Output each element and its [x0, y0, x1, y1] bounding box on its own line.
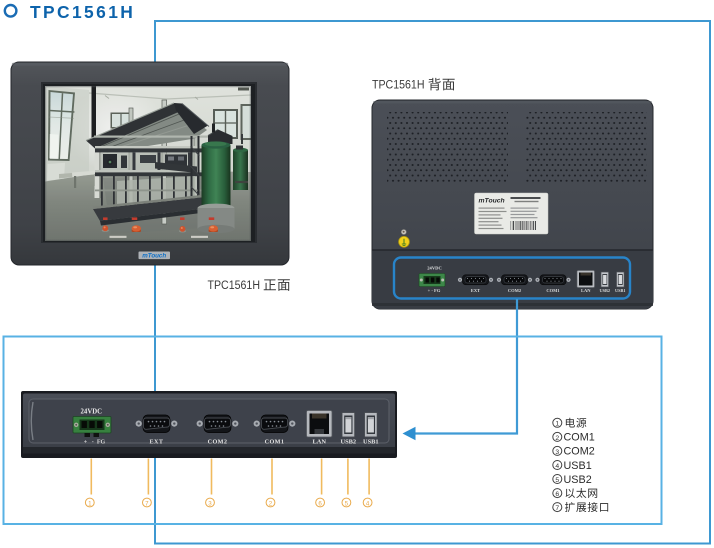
- svg-text:24VDC: 24VDC: [81, 409, 103, 416]
- svg-text:COM2: COM2: [564, 446, 595, 458]
- svg-text:USB2: USB2: [564, 474, 592, 486]
- svg-text:2: 2: [269, 500, 273, 507]
- svg-text:USB2: USB2: [600, 288, 611, 293]
- svg-text:EXT: EXT: [150, 438, 164, 445]
- svg-text:COM1: COM1: [564, 432, 595, 444]
- svg-text:COM1: COM1: [265, 438, 285, 445]
- svg-text:+ - FG: + - FG: [428, 288, 441, 293]
- svg-text:LAN: LAN: [581, 288, 591, 293]
- svg-text:+: +: [84, 439, 88, 445]
- svg-text:3: 3: [555, 449, 559, 456]
- svg-text:USB2: USB2: [340, 438, 356, 445]
- svg-text:1: 1: [555, 421, 559, 428]
- svg-text:5: 5: [345, 500, 349, 507]
- svg-text:mTouch: mTouch: [479, 198, 505, 205]
- svg-text:2: 2: [555, 435, 559, 442]
- svg-text:COM1: COM1: [546, 288, 560, 293]
- svg-text:4: 4: [366, 500, 370, 507]
- svg-text:TPC1561H: TPC1561H: [30, 2, 135, 22]
- svg-text:1: 1: [88, 500, 92, 507]
- svg-text:TPC1561H: TPC1561H: [372, 78, 425, 92]
- svg-text:24VDC: 24VDC: [427, 265, 442, 270]
- svg-text:USB1: USB1: [363, 438, 379, 445]
- svg-text:7: 7: [145, 500, 149, 507]
- svg-text:6: 6: [318, 500, 322, 507]
- svg-text:USB1: USB1: [564, 460, 592, 472]
- svg-text:COM2: COM2: [508, 288, 522, 293]
- svg-text:EXT: EXT: [471, 288, 480, 293]
- svg-text:USB1: USB1: [615, 288, 626, 293]
- svg-text:5: 5: [555, 477, 559, 484]
- svg-text:mTouch: mTouch: [142, 253, 166, 260]
- svg-text:LAN: LAN: [313, 438, 327, 445]
- svg-text:-: -: [92, 439, 94, 445]
- svg-text:FG: FG: [97, 439, 106, 445]
- svg-text:3: 3: [208, 500, 212, 507]
- svg-text:4: 4: [555, 463, 559, 470]
- svg-text:COM2: COM2: [208, 438, 228, 445]
- svg-text:TPC1561H: TPC1561H: [208, 278, 261, 292]
- svg-text:7: 7: [555, 505, 559, 512]
- svg-text:6: 6: [555, 491, 559, 498]
